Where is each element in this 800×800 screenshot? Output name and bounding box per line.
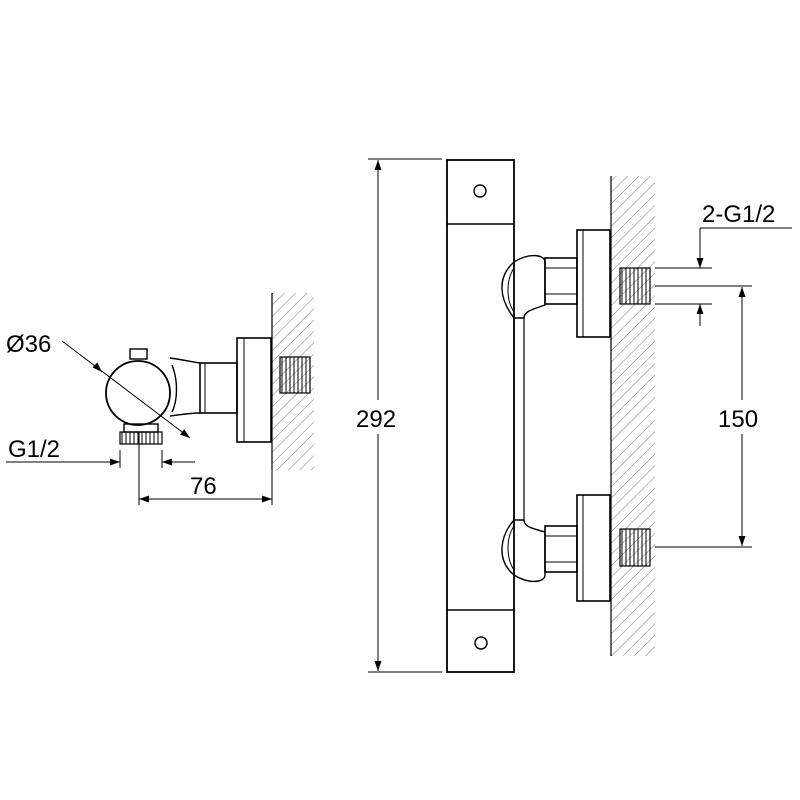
top-screw-hole (473, 184, 487, 198)
front-view: 292 (352, 158, 792, 673)
upper-wall-thread (619, 267, 651, 305)
side-connector (199, 362, 238, 414)
side-thread-label: G1/2 (8, 436, 60, 463)
bottom-screw-hole (474, 636, 488, 650)
upper-connector (544, 257, 578, 305)
diameter-label: Ø36 (6, 331, 51, 358)
diameter-leader (61, 340, 191, 439)
lower-escutcheon (576, 494, 611, 602)
upper-arm (501, 254, 546, 319)
side-cap (129, 348, 148, 360)
lower-arm (501, 519, 546, 583)
front-wall-hatch (611, 176, 655, 656)
depth-label: 76 (190, 473, 217, 500)
side-view: Ø36 G1/2 76 (6, 293, 314, 505)
centers-label: 150 (718, 406, 758, 433)
side-body-circle (105, 360, 171, 426)
thermostat-bar (446, 159, 515, 673)
lower-wall-thread (619, 528, 651, 567)
upper-escutcheon (576, 229, 611, 338)
inlet-thread-label: 2-G1/2 (702, 201, 775, 228)
side-outlet-thread (119, 431, 163, 445)
height-label: 292 (356, 406, 396, 433)
side-neck (169, 357, 201, 417)
side-wall-thread (279, 356, 311, 394)
side-escutcheon (236, 337, 272, 443)
lower-connector (544, 525, 578, 573)
